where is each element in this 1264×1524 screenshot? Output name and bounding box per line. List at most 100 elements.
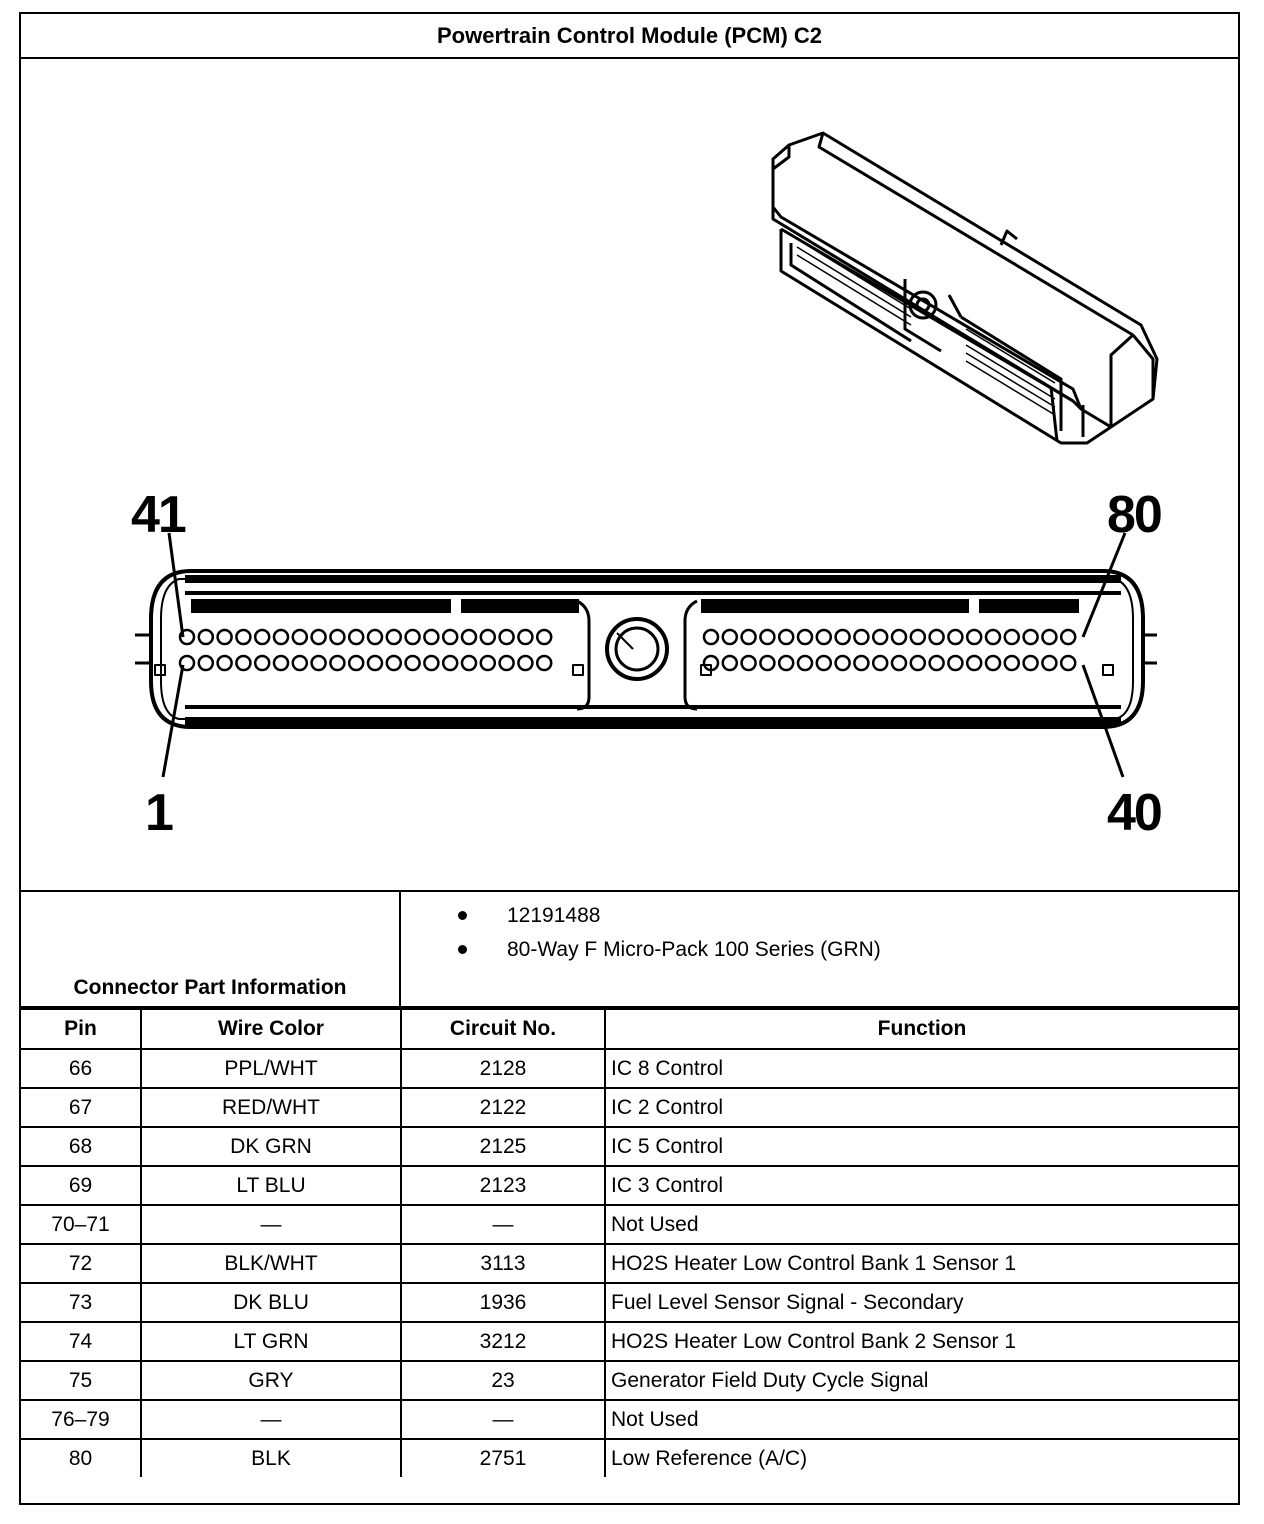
- part-number: 12191488: [507, 904, 601, 927]
- pin-hole: [721, 628, 739, 646]
- pin-hole: [871, 628, 889, 646]
- pin-hole: [197, 654, 215, 672]
- pin-hole: [777, 654, 795, 672]
- wire-color-cell: DK BLU: [140, 1282, 402, 1323]
- pin-hole: [479, 628, 497, 646]
- pin-hole: [178, 628, 196, 646]
- pin-hole: [834, 628, 851, 646]
- pin-hole: [928, 628, 945, 646]
- pin-hole: [272, 654, 290, 672]
- pin-hole: [759, 654, 776, 672]
- pin-cell: 68: [21, 1126, 142, 1167]
- function-cell: IC 3 Control: [604, 1165, 1238, 1206]
- pin-hole: [853, 654, 870, 672]
- pin-hole: [815, 654, 833, 672]
- pin-hole: [740, 654, 757, 672]
- pin-hole: [796, 628, 814, 646]
- circuit-cell: 23: [400, 1360, 606, 1401]
- pin-hole: [498, 654, 515, 672]
- pin-hole: [721, 654, 739, 672]
- pin-hole: [253, 654, 271, 672]
- pin-cell: 75: [21, 1360, 142, 1401]
- function-cell: IC 2 Control: [604, 1087, 1238, 1128]
- pin-hole-grid: [178, 628, 1077, 672]
- pin-hole: [517, 628, 534, 646]
- bullet-icon: [458, 911, 467, 920]
- pin-hole: [347, 628, 365, 646]
- connector-part-information: Connector Part Information 12191488 80-W…: [21, 890, 1238, 1008]
- function-cell: IC 8 Control: [604, 1048, 1238, 1089]
- page-title: Powertrain Control Module (PCM) C2: [21, 14, 1238, 59]
- pin-hole: [366, 654, 384, 672]
- connector-sheet: Powertrain Control Module (PCM) C2: [19, 12, 1240, 1505]
- function-cell: HO2S Heater Low Control Bank 1 Sensor 1: [604, 1243, 1238, 1284]
- pin-hole: [423, 654, 440, 672]
- connector-face: [135, 532, 1157, 778]
- pin-hole: [965, 628, 983, 646]
- pin-hole: [404, 628, 421, 646]
- pin-hole: [423, 628, 440, 646]
- function-cell: HO2S Heater Low Control Bank 2 Sensor 1: [604, 1321, 1238, 1362]
- header-function: Function: [604, 1008, 1238, 1050]
- pin-hole: [329, 628, 346, 646]
- function-cell: IC 5 Control: [604, 1126, 1238, 1167]
- pin-cell: 74: [21, 1321, 142, 1362]
- wire-color-cell: PPL/WHT: [140, 1048, 402, 1089]
- pin-hole: [216, 628, 233, 646]
- pin-hole: [291, 654, 309, 672]
- circuit-cell: 2123: [400, 1165, 606, 1206]
- pin-hole: [535, 628, 553, 646]
- pin-hole: [498, 628, 515, 646]
- pin-hole: [1003, 654, 1021, 672]
- pin-hole: [272, 628, 290, 646]
- pin-label-80: 80: [1107, 486, 1163, 544]
- pin-cell: 76–79: [21, 1399, 142, 1440]
- circuit-cell: 3212: [400, 1321, 606, 1362]
- pin-hole: [366, 628, 384, 646]
- table-row: 76–79——Not Used: [21, 1399, 1238, 1440]
- pin-hole: [460, 628, 478, 646]
- pin-hole: [197, 628, 215, 646]
- circuit-cell: 2751: [400, 1438, 606, 1477]
- wire-color-cell: BLK/WHT: [140, 1243, 402, 1284]
- pin-hole: [235, 628, 252, 646]
- connector-description: 80-Way F Micro-Pack 100 Series (GRN): [507, 938, 881, 961]
- table-header-row: Pin Wire Color Circuit No. Function: [21, 1008, 1238, 1050]
- pin-hole: [777, 628, 795, 646]
- connector-housing-illustration: [771, 131, 1159, 445]
- pin-cell: 70–71: [21, 1204, 142, 1245]
- pin-hole: [216, 654, 233, 672]
- pin-hole: [890, 628, 908, 646]
- function-cell: Fuel Level Sensor Signal - Secondary: [604, 1282, 1238, 1323]
- pin-hole: [834, 654, 851, 672]
- pin-hole: [796, 654, 814, 672]
- pin-cell: 72: [21, 1243, 142, 1284]
- pin-hole: [1041, 628, 1058, 646]
- pin-hole: [291, 628, 309, 646]
- pin-hole: [815, 628, 833, 646]
- pin-hole: [890, 654, 908, 672]
- pin-hole: [235, 654, 252, 672]
- pin-hole: [702, 654, 720, 672]
- circuit-cell: —: [400, 1399, 606, 1440]
- function-cell: Not Used: [604, 1204, 1238, 1245]
- pin-hole: [310, 628, 327, 646]
- pin-hole: [404, 654, 421, 672]
- circuit-cell: 2122: [400, 1087, 606, 1128]
- wire-color-cell: —: [140, 1399, 402, 1440]
- pin-hole: [347, 654, 365, 672]
- wire-color-cell: LT BLU: [140, 1165, 402, 1206]
- wire-color-cell: RED/WHT: [140, 1087, 402, 1128]
- pin-label-41: 41: [131, 486, 187, 544]
- pin-hole: [984, 654, 1002, 672]
- wire-color-cell: LT GRN: [140, 1321, 402, 1362]
- pin-hole: [1022, 654, 1039, 672]
- header-circuit-no: Circuit No.: [400, 1008, 606, 1050]
